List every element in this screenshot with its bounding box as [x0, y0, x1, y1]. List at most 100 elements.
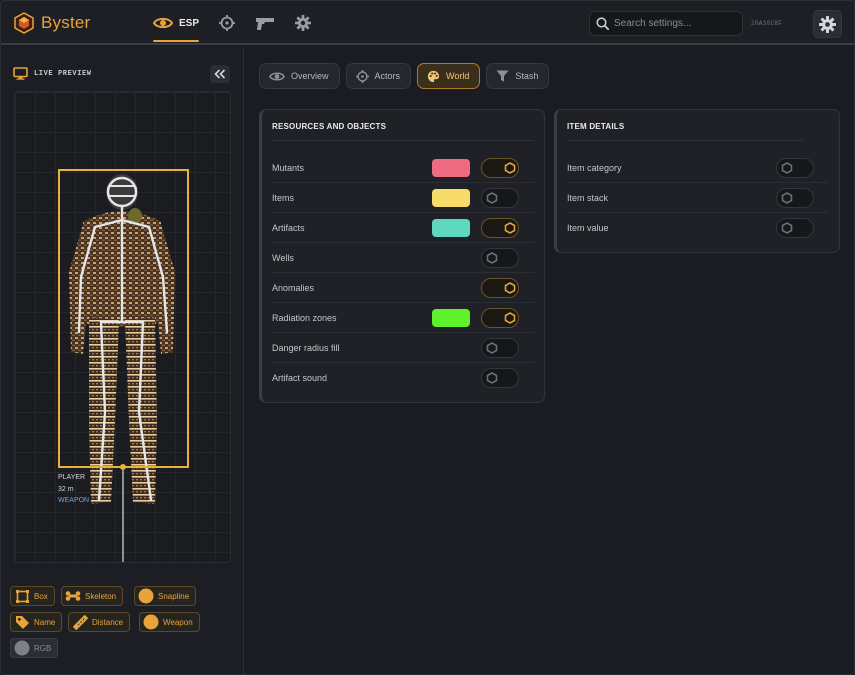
tab-weapons[interactable] — [255, 1, 275, 45]
player-model-figure — [69, 174, 175, 504]
bone-icon — [65, 588, 81, 604]
chip-snapline-label: Snapline — [158, 591, 190, 601]
subtab-overview[interactable]: Overview — [259, 63, 340, 89]
toggle-knob — [503, 281, 517, 295]
resources-title: RESOURCES AND OBJECTS — [272, 122, 387, 131]
hexagon-icon — [781, 222, 793, 234]
tab-esp[interactable]: ESP — [153, 1, 200, 45]
toggle-knob — [503, 161, 517, 175]
subtab-actors[interactable]: Actors — [345, 63, 412, 89]
toggle-artifact-sound[interactable] — [481, 368, 519, 388]
hexagon-icon — [504, 222, 516, 234]
setting-label: Item category — [567, 162, 622, 173]
chip-name[interactable]: Name — [10, 612, 63, 632]
pistol-icon — [256, 18, 275, 30]
color-swatch-artifacts[interactable] — [432, 219, 470, 237]
chip-rgb[interactable]: RGB — [10, 638, 59, 658]
chip-distance[interactable]: Distance — [68, 612, 131, 632]
toggle-item-stack[interactable] — [776, 188, 814, 208]
toggle-radiation-zones[interactable] — [481, 308, 519, 328]
double-chevron-left-icon — [214, 69, 226, 79]
chip-rgb-label: RGB — [34, 643, 52, 653]
toggle-item-value[interactable] — [776, 218, 814, 238]
color-swatch-mutants[interactable] — [432, 159, 470, 177]
toggle-knob — [485, 191, 499, 205]
main-nav: ESP — [153, 1, 331, 45]
tab-esp-label: ESP — [179, 17, 200, 29]
toggle-artifacts[interactable] — [481, 218, 519, 238]
circle-icon — [14, 640, 30, 656]
search-input[interactable] — [614, 18, 734, 29]
subtab-overview-label: Overview — [291, 71, 329, 81]
setting-row-item-stack: Item stack — [567, 183, 829, 213]
snapline-anchor — [120, 464, 126, 470]
chip-name-label: Name — [34, 617, 56, 627]
palette-icon — [427, 70, 440, 82]
build-id: 20A38CBF — [751, 20, 783, 27]
gear-icon — [819, 15, 836, 33]
preview-canvas: PLAYER 32 m WEAPON — [14, 91, 231, 563]
toggle-anomalies[interactable] — [481, 278, 519, 298]
logo: Byster — [13, 12, 90, 34]
toggle-knob — [780, 221, 794, 235]
hexagon-logo-icon — [14, 12, 34, 34]
search-box[interactable] — [589, 11, 743, 36]
hexagon-icon — [486, 192, 498, 204]
filter-icon — [496, 70, 509, 82]
preview-title: LIVE PREVIEW — [34, 69, 92, 78]
setting-row-radiation-zones: Radiation zones — [272, 303, 534, 333]
toggle-knob — [485, 341, 499, 355]
color-swatch-items[interactable] — [432, 189, 470, 207]
toggle-knob — [503, 311, 517, 325]
tab-aim[interactable] — [219, 1, 236, 45]
player-weapon-tag: WEAPON — [58, 497, 90, 504]
toggle-items[interactable] — [481, 188, 519, 208]
chip-box-label: Box — [34, 591, 48, 601]
toggle-knob — [485, 371, 499, 385]
toggle-knob — [485, 251, 499, 265]
chip-weapon[interactable]: Weapon — [139, 612, 200, 632]
setting-label: Item value — [567, 223, 609, 233]
box-icon — [14, 588, 30, 604]
setting-label: Items — [272, 192, 295, 203]
snapline — [122, 469, 124, 562]
player-distance-tag: 32 m — [58, 486, 74, 493]
toggle-mutants[interactable] — [481, 158, 519, 178]
gear-icon — [295, 15, 312, 31]
toggle-wells[interactable] — [481, 248, 519, 268]
toggle-danger-radius-fill[interactable] — [481, 338, 519, 358]
setting-row-anomalies: Anomalies — [272, 273, 534, 303]
setting-label: Danger radius fill — [272, 342, 340, 353]
settings-button[interactable] — [813, 10, 842, 38]
chip-snapline[interactable]: Snapline — [134, 586, 197, 606]
setting-row-artifact-sound: Artifact sound — [272, 363, 534, 393]
chip-box[interactable]: Box — [10, 586, 55, 606]
hexagon-icon — [486, 372, 498, 384]
esp-subtabs: Overview Actors World — [259, 63, 555, 89]
app-title: Byster — [41, 13, 91, 32]
collapse-panel-button[interactable] — [210, 65, 230, 83]
eye-icon — [153, 17, 173, 29]
setting-row-danger-radius-fill: Danger radius fill — [272, 333, 534, 363]
setting-row-item-category: Item category — [567, 153, 829, 183]
setting-label: Wells — [272, 252, 294, 263]
monitor-icon — [13, 67, 28, 80]
item-details-title: ITEM DETAILS — [567, 122, 625, 131]
color-swatch-radiation-zones[interactable] — [432, 309, 470, 327]
subtab-stash-label: Stash — [515, 71, 539, 81]
setting-label: Artifacts — [272, 222, 305, 233]
toggle-item-category[interactable] — [776, 158, 814, 178]
subtab-world-label: World — [446, 71, 470, 81]
subtab-world[interactable]: World — [417, 63, 481, 89]
subtab-stash[interactable]: Stash — [486, 63, 550, 89]
hexagon-icon — [486, 342, 498, 354]
setting-row-item-value: Item value — [567, 213, 829, 243]
tab-settings[interactable] — [295, 1, 312, 45]
player-name-tag: PLAYER — [58, 474, 86, 481]
search-icon — [596, 17, 609, 30]
hexagon-icon — [504, 312, 516, 324]
chip-skeleton[interactable]: Skeleton — [61, 586, 124, 606]
